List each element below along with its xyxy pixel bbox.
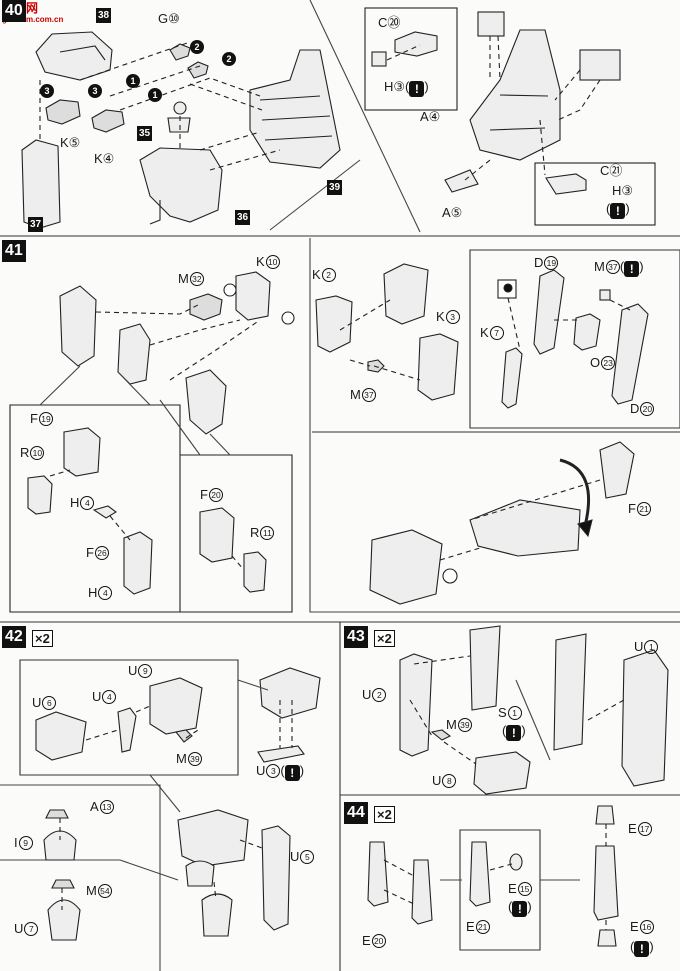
part-label-g10: G⑩ [158,11,180,26]
step-number-44: 44 [344,802,368,824]
sub-step-35: 35 [137,126,153,141]
step-number-42: 42 [2,626,26,648]
order-marker-2: 2 [190,40,204,54]
order-marker-1b: 1 [148,88,162,102]
caution-icon: ! [409,81,425,97]
quantity-multiplier-42: ×2 [32,630,53,647]
order-marker-1: 1 [126,74,140,88]
part-label-c20: C⑳ [378,15,401,30]
quantity-multiplier-43: ×2 [374,630,395,647]
part-label-a4: A④ [420,109,441,124]
caution-icon: ! [512,901,528,917]
caution-icon: ! [634,941,650,957]
caution-e15: (!) [508,899,532,917]
caution-h3b: (!) [606,201,630,219]
watermark-url: gundam.com.cn [2,15,64,24]
sub-step-39: 39 [327,180,343,195]
step-number-40: 40 [2,0,26,22]
caution-e16: (!) [630,939,654,957]
part-label-h3: H③(!) [384,79,429,97]
sub-step-36: 36 [235,210,251,225]
sub-step-37: 37 [28,217,44,232]
part-label-h3b: H③ [612,183,634,198]
order-marker-2b: 2 [222,52,236,66]
part-label-a5: A⑤ [442,205,463,220]
caution-icon: ! [506,725,522,741]
caution-icon: ! [284,765,300,781]
quantity-multiplier-44: ×2 [374,806,395,823]
part-label-k5: K⑤ [60,135,81,150]
sub-step-38: 38 [96,8,112,23]
caution-icon: ! [610,203,626,219]
step-number-43: 43 [344,626,368,648]
caution-icon: ! [624,261,640,277]
caution-s1: (!) [502,723,526,741]
order-marker-3: 3 [40,84,54,98]
step-number-41: 41 [2,240,26,262]
part-label-k4: K④ [94,151,115,166]
order-marker-3b: 3 [88,84,102,98]
part-label-c21: C㉑ [600,163,623,178]
